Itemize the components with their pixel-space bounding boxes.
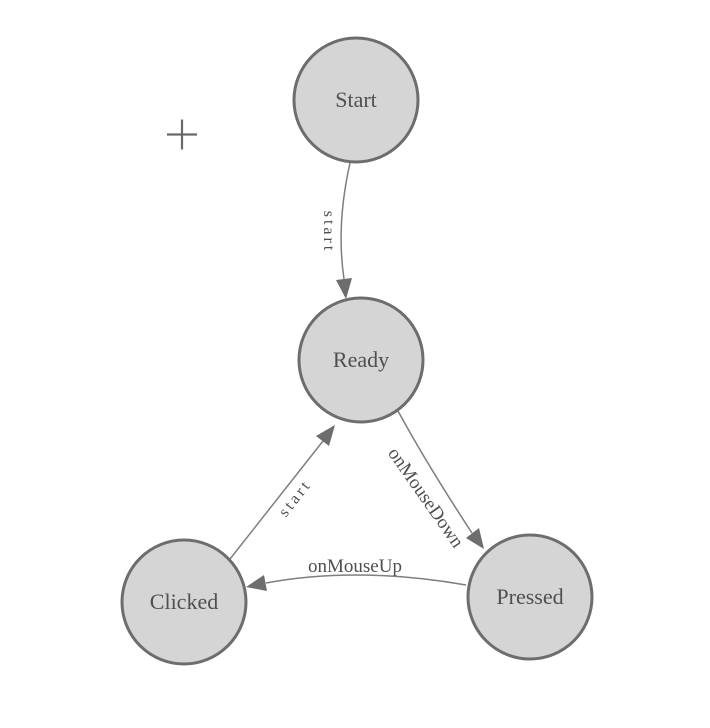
edge-clicked-to-ready[interactable]: start — [229, 425, 335, 560]
edge-label-start-vertical: start — [320, 211, 337, 254]
edge-start-to-ready[interactable]: start — [320, 162, 352, 299]
arrowhead-icon — [246, 575, 267, 591]
arrowhead-icon — [336, 278, 352, 299]
state-label: Start — [335, 87, 377, 112]
edge-pressed-to-clicked[interactable]: onMouseUp — [246, 556, 467, 591]
edge-label-onmouseup: onMouseUp — [308, 556, 402, 577]
state-node-start[interactable]: Start — [292, 36, 420, 164]
edge-label-start-diagonal: start — [276, 476, 316, 520]
arrowhead-icon — [466, 528, 484, 549]
edge-ready-to-pressed[interactable]: onMouseDown — [383, 410, 484, 552]
state-node-pressed[interactable]: Pressed — [466, 533, 594, 661]
state-label: Clicked — [150, 589, 218, 614]
state-label: Pressed — [496, 584, 563, 609]
plus-icon — [167, 119, 197, 150]
state-node-ready[interactable]: Ready — [297, 296, 425, 424]
state-label: Ready — [333, 347, 389, 372]
arrowhead-icon — [316, 425, 335, 446]
state-node-clicked[interactable]: Clicked — [120, 538, 248, 666]
